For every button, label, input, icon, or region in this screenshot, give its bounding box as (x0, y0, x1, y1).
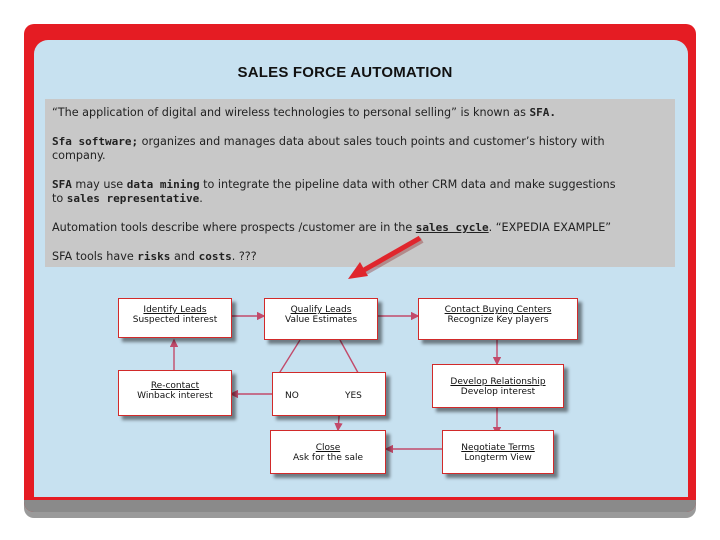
p4-text-a: Automation tools describe where prospect… (52, 221, 416, 234)
slide-title: SALES FORCE AUTOMATION (237, 64, 453, 81)
p3-text-a: may use (71, 178, 127, 191)
box-qualify-leads: Qualify Leads Value Estimates (264, 298, 378, 340)
p3-strong-c: sales representative (66, 192, 200, 205)
box-re-contact: Re-contact Winback interest (118, 370, 232, 416)
box-decision (272, 372, 386, 416)
p2-text-b: company. (52, 149, 106, 162)
close-subtitle: Ask for the sale (292, 453, 364, 463)
box-contact-buying-centers: Contact Buying Centers Recognize Key pla… (418, 298, 578, 340)
label-yes: YES (345, 391, 362, 401)
box-identify-leads: Identify Leads Suspected interest (118, 298, 232, 338)
box-develop-relationship: Develop Relationship Develop interest (432, 364, 564, 408)
p3-text-b: to integrate the pipeline data with othe… (199, 178, 616, 191)
p5-strong-a: risks (137, 250, 171, 263)
p3-strong-b: data mining (126, 178, 200, 191)
qualify-leads-subtitle: Value Estimates (284, 315, 358, 325)
qualify-leads-title: Qualify Leads (290, 305, 352, 315)
re-contact-subtitle: Winback interest (137, 391, 213, 401)
identify-leads-subtitle: Suspected interest (132, 315, 218, 325)
contact-buying-centers-subtitle: Recognize Key players (447, 315, 549, 325)
p1-text: “The application of digital and wireless… (52, 106, 530, 119)
contact-buying-centers-title: Contact Buying Centers (444, 305, 552, 315)
p1-strong: SFA. (529, 106, 556, 119)
paragraph-sfa-definition: “The application of digital and wireless… (52, 106, 672, 120)
p2-strong: Sfa software; (52, 135, 139, 148)
re-contact-title: Re-contact (150, 381, 200, 391)
paragraph-data-mining: SFA may use data mining to integrate the… (52, 178, 672, 206)
p5-text-b: and (170, 250, 199, 263)
paragraph-risks-costs: SFA tools have risks and costs. ??? (52, 250, 672, 264)
slide-bottom-bar (24, 500, 696, 512)
p5-text-c: . ??? (231, 250, 257, 263)
box-close: Close Ask for the sale (270, 430, 386, 474)
p3-text-d: . (199, 192, 203, 205)
paragraph-automation-tools: Automation tools describe where prospect… (52, 221, 672, 235)
label-no: NO (285, 391, 299, 401)
negotiate-terms-subtitle: Longterm View (464, 453, 532, 463)
identify-leads-title: Identify Leads (143, 305, 207, 315)
p3-text-c: to (52, 192, 67, 205)
paragraph-sfa-software: Sfa software; organizes and manages data… (52, 135, 672, 163)
negotiate-terms-title: Negotiate Terms (461, 443, 535, 453)
pointer-arrow (348, 235, 424, 279)
p5-text-a: SFA tools have (52, 250, 138, 263)
text-box (45, 99, 675, 267)
box-negotiate-terms: Negotiate Terms Longterm View (442, 430, 554, 474)
p4-text-b: . “EXPEDIA EXAMPLE” (488, 221, 612, 234)
p2-text-a: organizes and manages data about sales t… (138, 135, 605, 148)
p5-strong-b: costs (198, 250, 232, 263)
develop-relationship-subtitle: Develop interest (460, 387, 536, 397)
p4-strong: sales cycle (415, 221, 489, 234)
close-title: Close (315, 443, 341, 453)
p3-strong-a: SFA (52, 178, 72, 191)
develop-relationship-title: Develop Relationship (450, 377, 546, 387)
